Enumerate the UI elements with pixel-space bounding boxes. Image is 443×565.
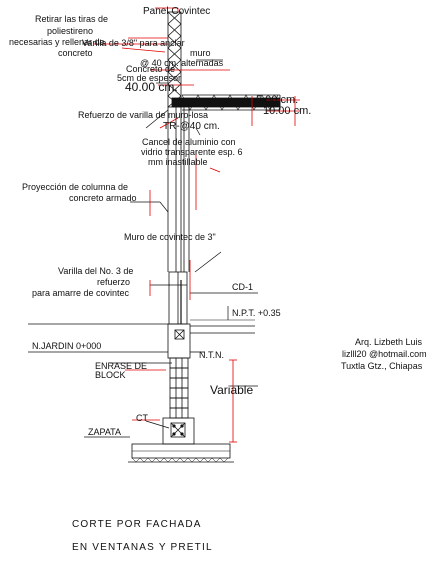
label-enrase: ENRASE DE	[95, 361, 147, 371]
drawing-subtitle: EN VENTANAS Y PRETIL	[72, 542, 213, 553]
dim-40cm: 40.00 cm.	[125, 80, 178, 94]
label-refuerzo-losa-2: TR-@40 cm.	[163, 121, 220, 132]
label-njardin: N.JARDIN 0+000	[32, 341, 101, 351]
label-npt: N.P.T. +0.35	[232, 308, 281, 318]
label-variable: Variable	[210, 383, 253, 397]
label-varilla-no3-3: para amarre de covintec	[32, 288, 130, 298]
annotations: Panel Covintec Retirar las tiras de poli…	[9, 6, 427, 553]
credit-name: Arq. Lizbeth Luis	[355, 337, 423, 347]
label-retirar-tiras-4: concreto	[58, 48, 93, 58]
block-courses	[169, 357, 189, 419]
dim-10cm: 10.00 cm.	[263, 105, 311, 117]
label-cancel: Cancel de aluminio con	[142, 137, 236, 147]
column-wall	[167, 107, 190, 272]
label-ct: CT	[136, 413, 148, 423]
label-refuerzo-losa: Refuerzo de varilla de muro-losa	[78, 110, 208, 120]
structure-linework	[28, 11, 281, 463]
label-cancel-2: vidrio transparente esp. 6	[141, 147, 243, 157]
label-concreto: Concreto de	[126, 64, 175, 74]
label-varilla-anclar-3: @ 40 cm. alternadas	[140, 58, 224, 68]
label-retirar-tiras: Retirar las tiras de	[35, 14, 108, 24]
label-ntn: N.T.N.	[199, 350, 224, 360]
label-concreto-2: 5cm de espesor	[117, 73, 181, 83]
label-retirar-tiras-3: necesarias y rellenar de	[9, 37, 105, 47]
covintec-slab	[171, 94, 281, 111]
credit-email: lizlll20 @hotmail.com	[342, 349, 427, 359]
leaders-black	[84, 59, 258, 438]
credit-city: Tuxtla Gtz., Chiapas	[341, 361, 423, 371]
label-cd1: CD-1	[232, 282, 253, 292]
label-muro-covintec: Muro de covintec de 3"	[124, 232, 216, 242]
label-varilla-no3-2: refuerzo	[97, 277, 130, 287]
label-cancel-3: mm inastillable	[148, 157, 208, 167]
drawing-title: CORTE POR FACHADA	[72, 519, 202, 530]
label-proyeccion: Proyección de columna de	[22, 182, 128, 192]
label-varilla-anclar: Varilla de 3/8" para anclar	[82, 38, 185, 48]
leaders-red	[94, 7, 300, 443]
dim-5cm: 5.00 cm.	[256, 94, 298, 106]
label-enrase-2: BLOCK	[95, 370, 126, 380]
label-retirar-tiras-2: poliestireno	[47, 26, 93, 36]
label-panel-covintec: Panel Covintec	[143, 6, 210, 17]
label-varilla-no3: Varilla del No. 3 de	[58, 266, 133, 276]
footing	[128, 417, 234, 463]
label-proyeccion-2: concreto armado	[69, 193, 137, 203]
label-zapata: ZAPATA	[88, 427, 121, 437]
label-varilla-anclar-2: muro	[190, 48, 211, 58]
covintec-lower-wall	[168, 271, 188, 325]
